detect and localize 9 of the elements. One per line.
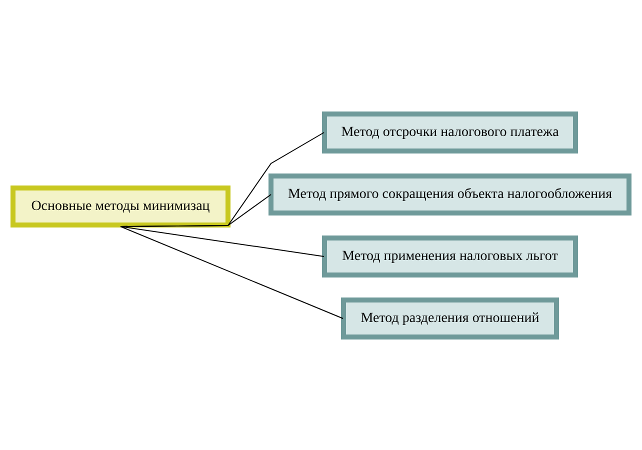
connector: [120, 132, 324, 226]
node-box: Метод разделения отношений: [341, 297, 559, 339]
node-box: Основные методы минимизац: [10, 185, 230, 227]
connector: [120, 194, 272, 226]
node-box: Метод применения налоговых льгот: [322, 235, 578, 277]
node-box: Метод прямого сокращения объекта налогообложения: [268, 173, 632, 215]
connector: [120, 226, 344, 318]
connector: [120, 226, 324, 256]
node-box: Метод отсрочки налогового платежа: [322, 111, 578, 153]
